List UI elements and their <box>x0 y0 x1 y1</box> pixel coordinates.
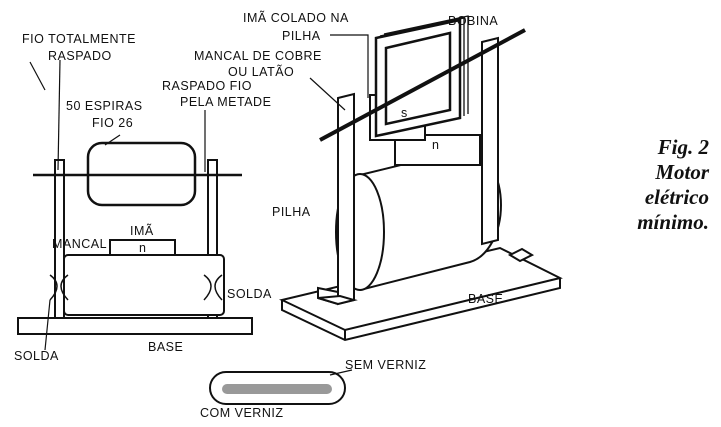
left-front-view <box>17 59 253 351</box>
right-bearing-post <box>207 159 218 319</box>
label-bobina: BOBINA <box>448 14 499 28</box>
label-50-espiras: 50 ESPIRAS <box>66 99 143 113</box>
caption-line1: Motor <box>655 160 709 184</box>
solder-right <box>203 274 223 301</box>
label-com-verniz: COM VERNIZ <box>200 406 284 420</box>
solder-left <box>49 274 69 301</box>
label-mancal-cobre: MANCAL DE COBRE <box>194 49 322 63</box>
battery <box>63 254 225 316</box>
label-base-left: BASE <box>148 340 184 354</box>
wire-detail <box>209 369 353 405</box>
label-solda-right: SOLDA <box>227 287 272 301</box>
label-ima-colado: IMÃ COLADO NA <box>243 11 349 25</box>
left-bearing-post <box>54 159 65 319</box>
label-fio-26: FIO 26 <box>92 116 134 130</box>
label-ou-latao: OU LATÃO <box>228 65 295 79</box>
magnet <box>109 239 176 256</box>
label-raspado: RASPADO <box>48 49 112 63</box>
label-ima: IMÃ <box>130 224 154 238</box>
caption-line3: mínimo. <box>637 210 709 234</box>
label-raspado-fio: RASPADO FIO <box>162 79 253 93</box>
label-solda-left: SOLDA <box>14 349 59 363</box>
label-base-right: BASE <box>468 292 504 306</box>
axle-3d <box>319 28 526 142</box>
label-fio-totalmente: FIO TOTALMENTE <box>22 32 136 46</box>
caption-line2: elétrico <box>644 185 709 209</box>
right-perspective-view <box>279 15 563 342</box>
label-pela-metade: PELA METADE <box>180 95 272 109</box>
base-plate <box>17 317 253 335</box>
back-post <box>481 36 499 246</box>
label-pilha-top: PILHA <box>282 29 321 43</box>
label-pole-n-left: n <box>139 241 147 255</box>
figure-caption: Fig. 2 Motor elétrico mínimo. <box>637 135 709 235</box>
label-mancal: MANCAL <box>52 237 108 251</box>
label-pole-s: s <box>401 106 408 120</box>
label-pilha: PILHA <box>272 205 311 219</box>
label-sem-verniz: SEM VERNIZ <box>345 358 427 372</box>
label-pole-n-right: n <box>432 138 440 152</box>
caption-fig: Fig. 2 <box>657 135 709 159</box>
coil-frame <box>374 18 462 138</box>
